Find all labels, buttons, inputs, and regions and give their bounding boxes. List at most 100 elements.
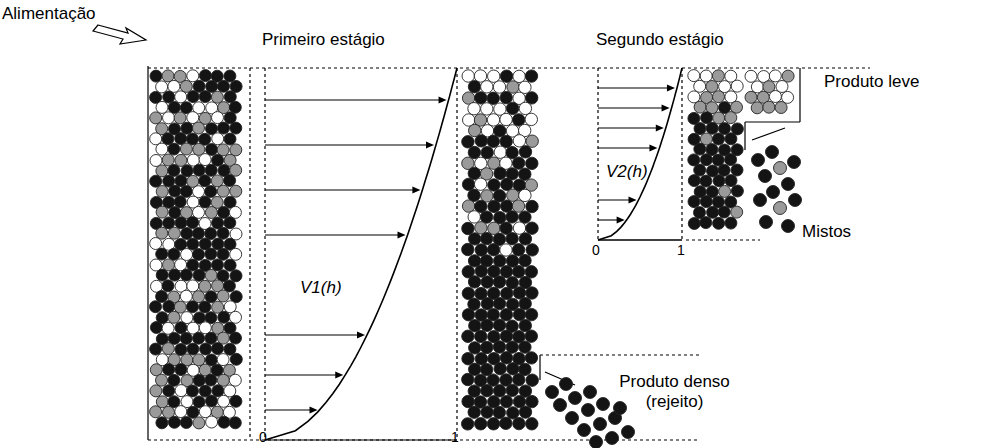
axis-line [456,68,457,440]
particle [187,217,199,229]
particle [481,146,493,158]
stage-title: Segundo estágio [596,30,724,50]
product-label: Produto leve [824,72,919,92]
particle [162,133,174,145]
particle [506,211,518,223]
particle [193,374,205,386]
particle [519,81,531,93]
particle [206,416,218,428]
particle [156,417,168,429]
particle [713,91,725,103]
particle [775,102,787,114]
particle [162,70,174,82]
particle [493,297,505,309]
velocity-arrow [265,189,414,190]
particle [193,164,205,176]
particle [199,322,211,334]
particle [694,80,706,92]
velocity-arrow [598,147,651,148]
particle [512,244,524,256]
particle [554,399,567,412]
particle [163,385,175,397]
particle [230,395,242,407]
particle [487,418,499,430]
particle [560,378,573,391]
particle [168,143,180,155]
particle [168,164,180,176]
particle [150,385,162,397]
arrow-head [398,232,406,239]
particle [199,196,211,208]
velocity-curve [598,68,682,240]
particle [175,322,187,334]
particle [462,70,474,82]
particle [752,154,765,167]
particle [700,70,712,82]
particle [224,385,236,397]
particle [156,269,168,281]
particle [205,164,217,176]
particle [481,406,493,418]
particle [519,168,531,180]
particle [526,222,538,234]
velocity-arrow [265,99,441,100]
axis-tick: 1 [677,242,685,259]
particle [731,164,743,176]
particle [163,112,175,124]
particle [519,146,531,158]
particle [187,385,199,397]
particle [230,185,242,197]
particle [205,207,217,219]
particle [475,330,487,342]
particle [230,332,242,344]
particle [713,133,725,145]
particle [192,228,204,240]
particle [199,175,211,187]
particle [199,301,211,313]
particle [584,386,597,399]
axis-line [597,68,598,240]
particle [731,185,743,197]
particle [706,122,718,134]
particle [462,136,474,148]
particle [217,332,229,344]
particle [150,343,162,355]
particle [700,217,712,229]
particle [462,418,474,430]
particle [487,244,499,256]
particle [566,412,579,425]
particle [474,178,486,190]
velocity-arrow [598,127,658,128]
particle [180,80,192,92]
particle [175,91,187,103]
particle [507,189,519,201]
particle [494,146,506,158]
particle [513,266,525,278]
particle [606,432,619,445]
particle [175,217,187,229]
split-dashed-line [540,354,700,355]
particle [493,385,505,397]
particle [224,217,236,229]
particle [525,308,537,320]
particle [745,91,757,103]
particle [187,91,199,103]
frame-lines [148,66,870,440]
particle [718,206,730,218]
particle [569,392,582,405]
particle [519,406,531,418]
particle [199,406,211,418]
arrow-head [629,197,637,204]
particle [156,248,168,260]
particle [469,233,481,245]
particle [525,330,537,342]
arrow-head [412,187,420,194]
particle [200,343,212,355]
particle [725,175,737,187]
particle [782,70,794,82]
particle [217,248,229,260]
particle [193,122,205,134]
particle [519,211,531,223]
particle [481,276,493,288]
